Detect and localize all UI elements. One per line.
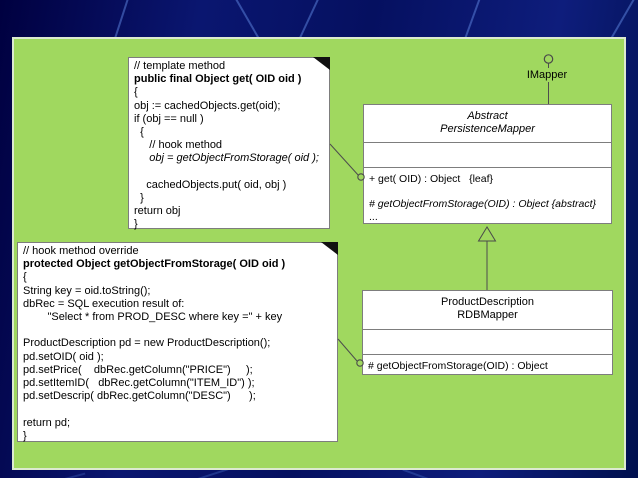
text-line: pd.setDescrip( dbRec.getColumn("DESC") )… — [23, 390, 256, 403]
text-line: { — [134, 126, 144, 139]
methods-compartment: + get( OID) : Object {leaf} # getObjectFr… — [364, 168, 611, 223]
text-line: return pd; — [23, 416, 71, 429]
text-line: dbRec = SQL execution result of: — [23, 297, 185, 310]
text-line: ProductDescription — [441, 296, 534, 308]
text-line: obj = getObjectFromStorage( oid ); — [134, 152, 319, 165]
attributes-compartment — [364, 143, 611, 168]
text-line: cachedObjects.put( oid, obj ) — [134, 178, 287, 191]
text-line: } — [134, 218, 138, 231]
text-line: RDBMapper — [457, 308, 518, 321]
text-line: protected Object getObjectFromStorage( O… — [23, 258, 286, 271]
background-streak — [36, 472, 86, 478]
text-line: pd.setPrice( dbRec.getColumn("PRICE") ); — [23, 363, 253, 376]
text-line — [134, 166, 329, 179]
text-line: } — [134, 192, 144, 205]
text-line: pd.setOID( oid ); — [23, 350, 104, 363]
text-line: if (obj == null ) — [134, 112, 204, 125]
text-line: PersistenceMapper — [440, 122, 535, 135]
text-line: // hook method override — [23, 245, 139, 257]
text-line: public final Object get( OID oid ) — [134, 73, 302, 86]
text-line: { — [23, 271, 27, 284]
text-line: + get( OID) : Object {leaf} — [369, 173, 494, 185]
text-line: ProductDescription pd = new ProductDescr… — [23, 337, 271, 350]
text-line: ... — [369, 210, 378, 223]
text-line: } — [23, 429, 27, 442]
methods-compartment: # getObjectFromStorage(OID) : Object — [363, 355, 612, 374]
text-line: obj := cachedObjects.get(oid); — [134, 99, 281, 112]
text-line: // hook method — [134, 139, 223, 152]
text-line: String key = oid.toString(); — [23, 284, 151, 297]
background-streak — [402, 468, 460, 478]
text-line — [23, 324, 337, 337]
text-line: Abstract — [467, 110, 508, 122]
text-line: "Select * from PROD_DESC where key =" + … — [23, 311, 283, 324]
text-line: return obj — [134, 205, 181, 218]
attributes-compartment — [363, 330, 612, 355]
interface-label: IMapper — [516, 68, 578, 82]
text-line: # getObjectFromStorage(OID) : Object — [368, 360, 548, 372]
text-line — [23, 403, 337, 416]
text-line — [369, 186, 611, 199]
text-line: // template method — [134, 60, 226, 72]
text-line: # getObjectFromStorage(OID) : Object {ab… — [369, 198, 597, 210]
text-line: { — [134, 86, 138, 99]
text-line: pd.setItemID( dbRec.getColumn("ITEM_ID")… — [23, 377, 255, 390]
